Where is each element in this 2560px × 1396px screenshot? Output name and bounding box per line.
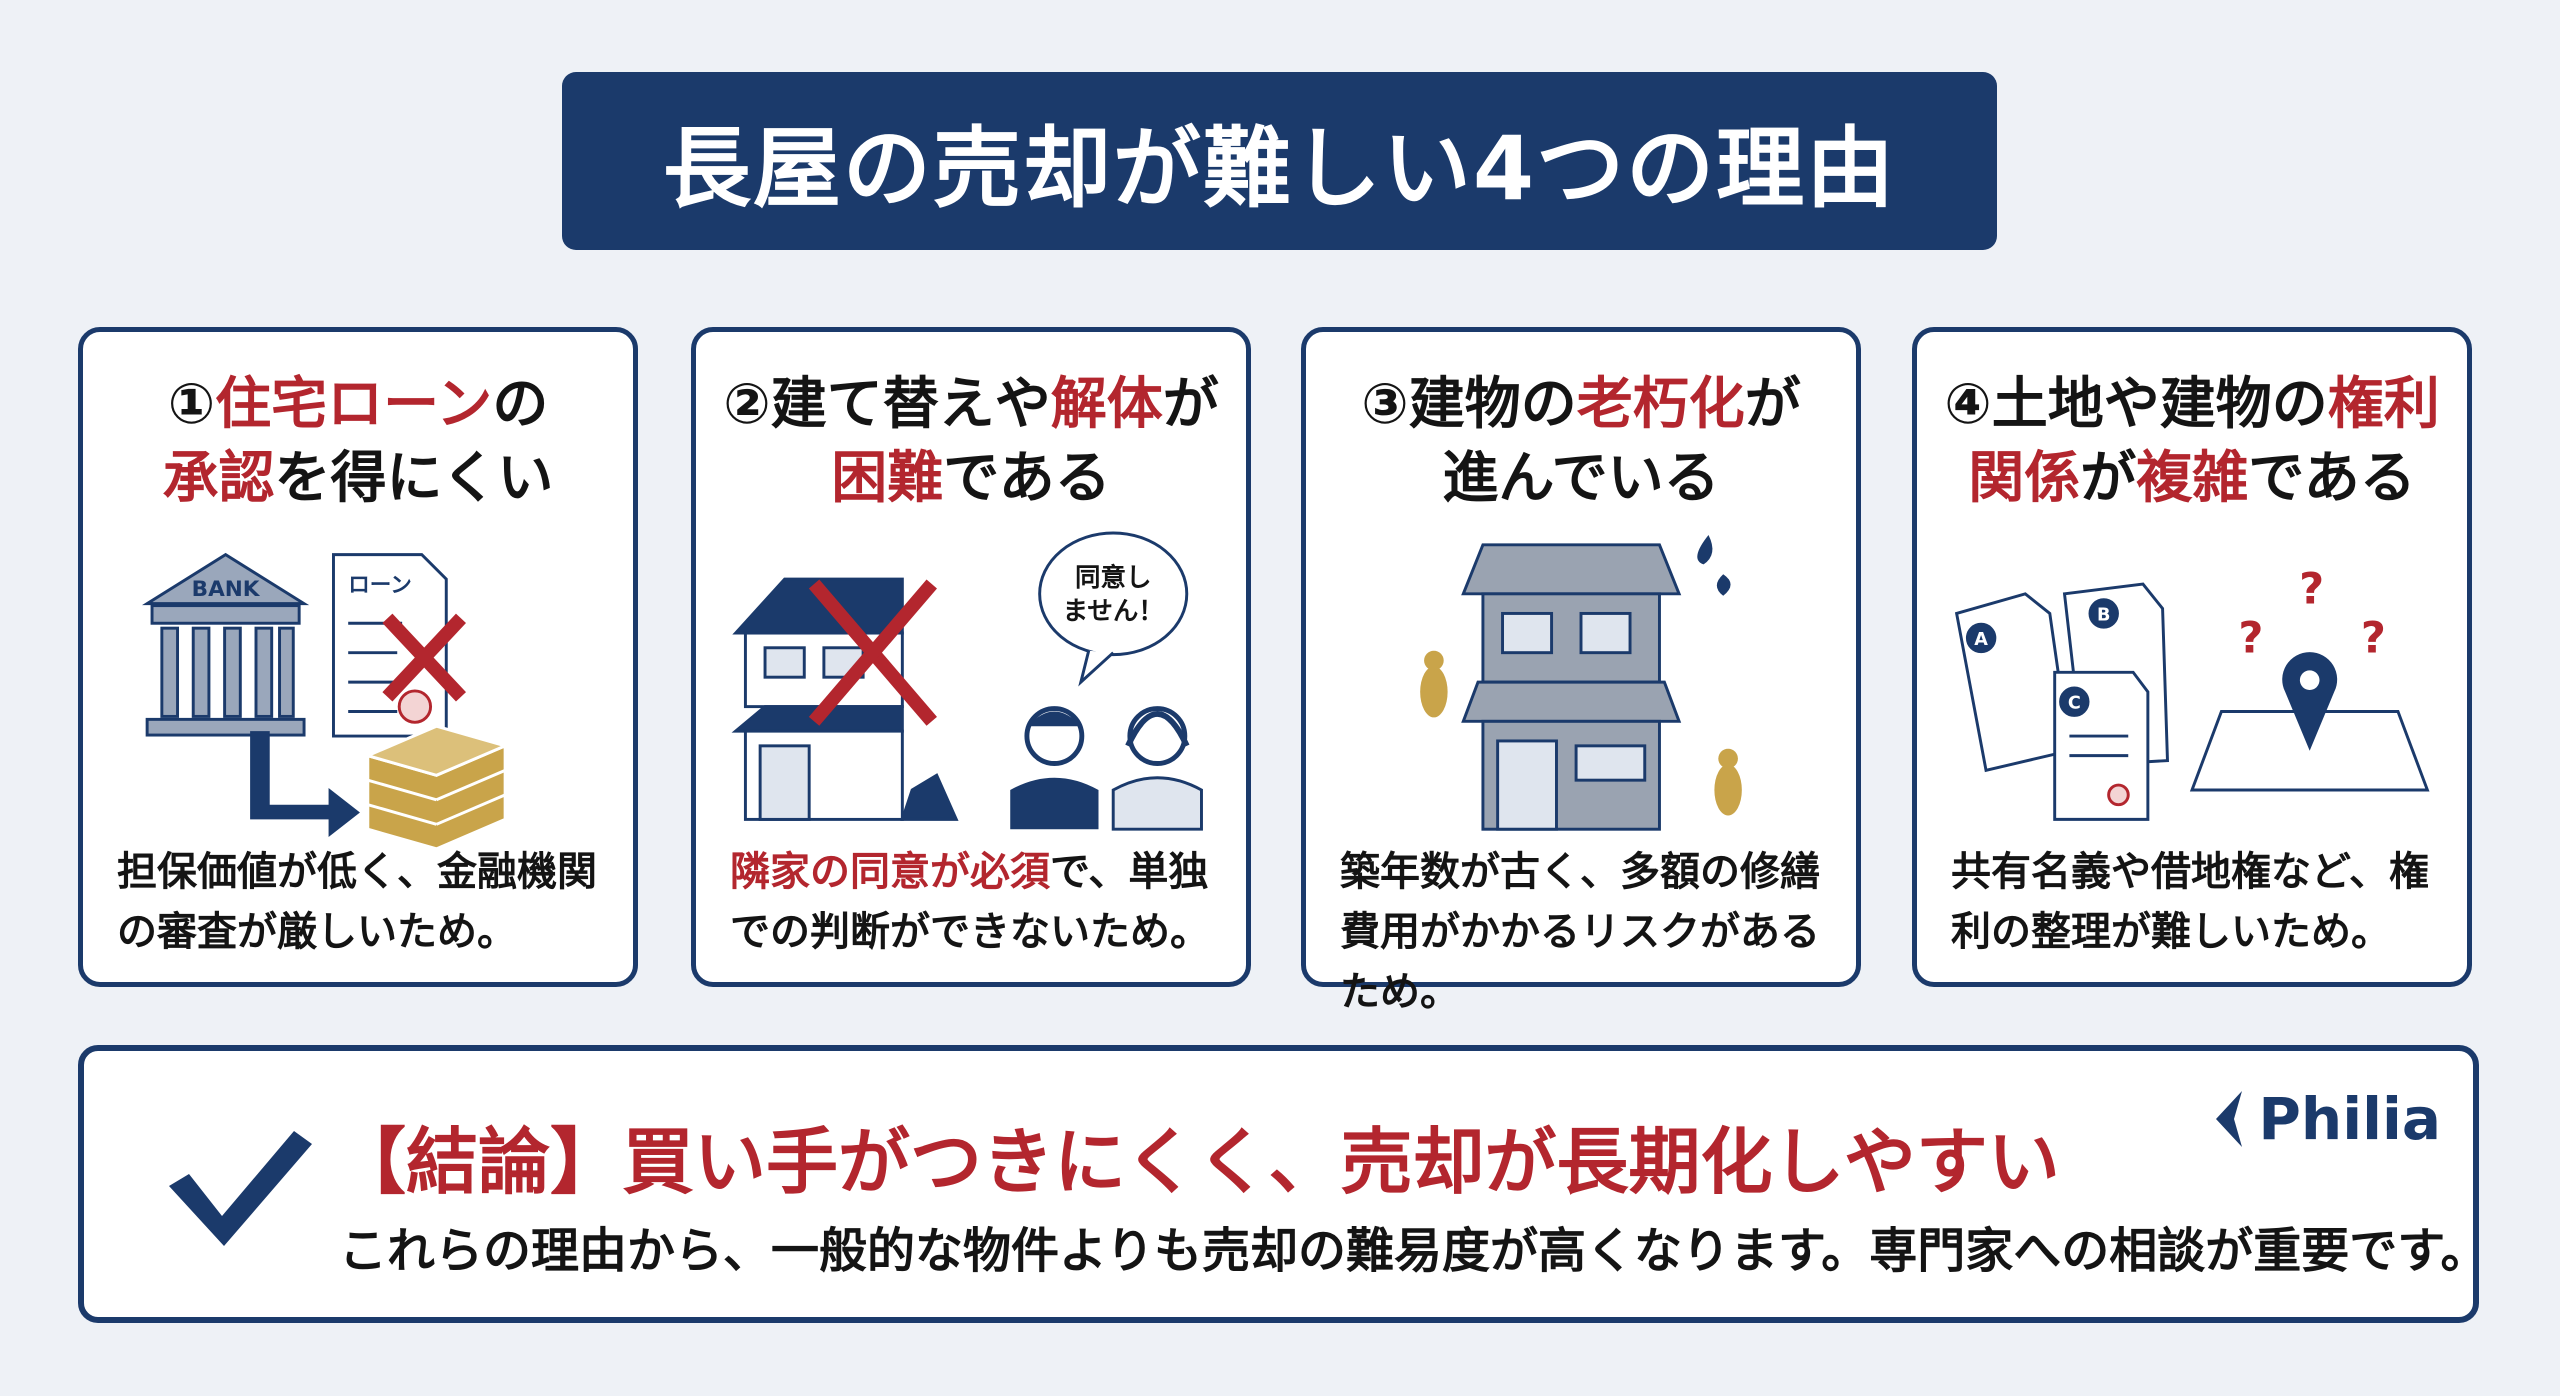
svg-text:?: ?	[2299, 565, 2324, 615]
svg-text:?: ?	[2361, 614, 2386, 664]
highlight-text: 困難	[831, 446, 944, 511]
title-banner: 長屋の売却が難しい4つの理由	[562, 72, 1997, 250]
svg-text:?: ?	[2238, 614, 2263, 664]
text-segment: 築年数が古く、多額の修繕費用がかかるリスクがあるため。	[1340, 849, 1820, 1015]
termite-icon	[1420, 650, 1742, 816]
text-segment: である	[943, 446, 1111, 511]
text-segment: ②建て替えや	[723, 372, 1051, 437]
highlight-text: 住宅ローン	[215, 372, 493, 437]
reason-card-2: ②建て替えや解体が困難である 同意し ません！	[691, 327, 1251, 987]
heading-line: 関係が複雑である	[1917, 442, 2467, 516]
aging-illustration	[1326, 522, 1836, 852]
highlight-text: 複雑	[2136, 446, 2249, 511]
heading-line: ②建て替えや解体が	[696, 368, 1246, 442]
text-segment: で、単独での判断ができないため。	[730, 849, 1210, 955]
red-x-icon	[808, 579, 937, 726]
reason-card-3: ③建物の老朽化が進んでいる 築年数が古く、多額の修繕費用がかかるリスクがあるため…	[1301, 327, 1861, 1015]
heading-line: 進んでいる	[1306, 442, 1856, 516]
highlight-text: 隣家の同意が必須	[730, 849, 1050, 895]
svg-text:ません！: ません！	[1063, 596, 1164, 626]
heading-line: ④土地や建物の権利	[1917, 368, 2467, 442]
rights-illustration: A B C ? ? ?	[1937, 522, 2447, 852]
svg-text:A: A	[1974, 630, 1988, 650]
text-segment: 担保価値が低く、金融機関の審査が厳しいため。	[117, 849, 597, 955]
svg-text:B: B	[2097, 605, 2110, 625]
conclusion-box: 【結論】買い手がつきにくく、売却が長期化しやすい これらの理由から、一般的な物件…	[78, 1045, 2488, 1323]
documents-icon: A B C	[1954, 582, 2169, 821]
checkmark-icon	[169, 1131, 312, 1246]
arrow-icon	[250, 731, 360, 838]
svg-text:BANK: BANK	[192, 577, 261, 602]
highlight-text: 承認	[162, 446, 275, 511]
speech-bubble-icon: 同意し ません！	[1038, 531, 1189, 687]
page-title: 長屋の売却が難しい4つの理由	[662, 116, 1897, 220]
svg-text:同意し: 同意し	[1075, 563, 1152, 593]
logo-mark-icon	[2216, 1091, 2243, 1147]
demolition-illustration: 同意し ません！	[716, 522, 1226, 852]
money-stack-icon	[363, 724, 510, 851]
card-body: 築年数が古く、多額の修繕費用がかかるリスクがあるため。	[1340, 842, 1832, 1022]
text-segment: が	[2080, 446, 2137, 511]
sweat-drop-icon	[1697, 534, 1731, 596]
text-segment: 共有名義や借地権など、権利の整理が難しいため。	[1951, 849, 2429, 955]
text-segment: である	[2248, 446, 2416, 511]
conclusion-text: これらの理由から、一般的な物件よりも売却の難易度が高くなります。専門家への相談が…	[339, 1223, 2489, 1279]
svg-text:C: C	[2068, 694, 2081, 714]
text-segment: ④土地や建物の	[1944, 372, 2328, 437]
text-segment: ①	[167, 372, 216, 437]
red-x-icon	[382, 613, 466, 702]
highlight-text: 老朽化	[1576, 372, 1745, 437]
text-segment: の	[492, 372, 549, 437]
reason-card-1: ①住宅ローンの承認を得にくい BANK ローン	[78, 327, 638, 987]
loan-document-icon: ローン	[332, 553, 448, 738]
card-body: 共有名義や借地権など、権利の整理が難しいため。	[1951, 842, 2443, 962]
reason-card-4: ④土地や建物の権利関係が複雑である A B C ? ? ?	[1912, 327, 2472, 987]
text-segment: 進んでいる	[1442, 446, 1720, 511]
heading-line: ③建物の老朽化が	[1306, 368, 1856, 442]
card-heading: ④土地や建物の権利関係が複雑である	[1917, 368, 2467, 516]
highlight-text: 解体	[1050, 372, 1163, 437]
card-body: 隣家の同意が必須で、単独での判断ができないため。	[730, 842, 1222, 962]
text-segment: ③建物の	[1361, 372, 1577, 437]
highlight-text: 権利	[2327, 372, 2440, 437]
card-body: 担保価値が低く、金融機関の審査が厳しいため。	[117, 842, 609, 962]
neighbors-icon	[1010, 706, 1203, 831]
svg-text:ローン: ローン	[348, 573, 412, 598]
question-mark-icon: ? ? ?	[2238, 565, 2386, 664]
heading-line: 困難である	[696, 442, 1246, 516]
bank-icon: BANK	[142, 552, 310, 737]
card-heading: ③建物の老朽化が進んでいる	[1306, 368, 1856, 516]
text-segment: が	[1744, 372, 1801, 437]
heading-line: ①住宅ローンの	[83, 368, 633, 442]
highlight-text: 関係	[1968, 446, 2081, 511]
conclusion-headline: 【結論】買い手がつきにくく、売却が長期化しやすい	[334, 1120, 2060, 1204]
text-segment: が	[1162, 372, 1219, 437]
philia-logo: Philia	[2208, 1085, 2441, 1153]
loan-illustration: BANK ローン	[103, 522, 613, 852]
card-heading: ①住宅ローンの承認を得にくい	[83, 368, 633, 516]
card-heading: ②建て替えや解体が困難である	[696, 368, 1246, 516]
old-house-icon	[1461, 543, 1682, 831]
logo-text: Philia	[2258, 1085, 2441, 1153]
map-pin-icon	[2189, 652, 2430, 792]
text-segment: を得にくい	[274, 446, 554, 511]
heading-line: 承認を得にくい	[83, 442, 633, 516]
